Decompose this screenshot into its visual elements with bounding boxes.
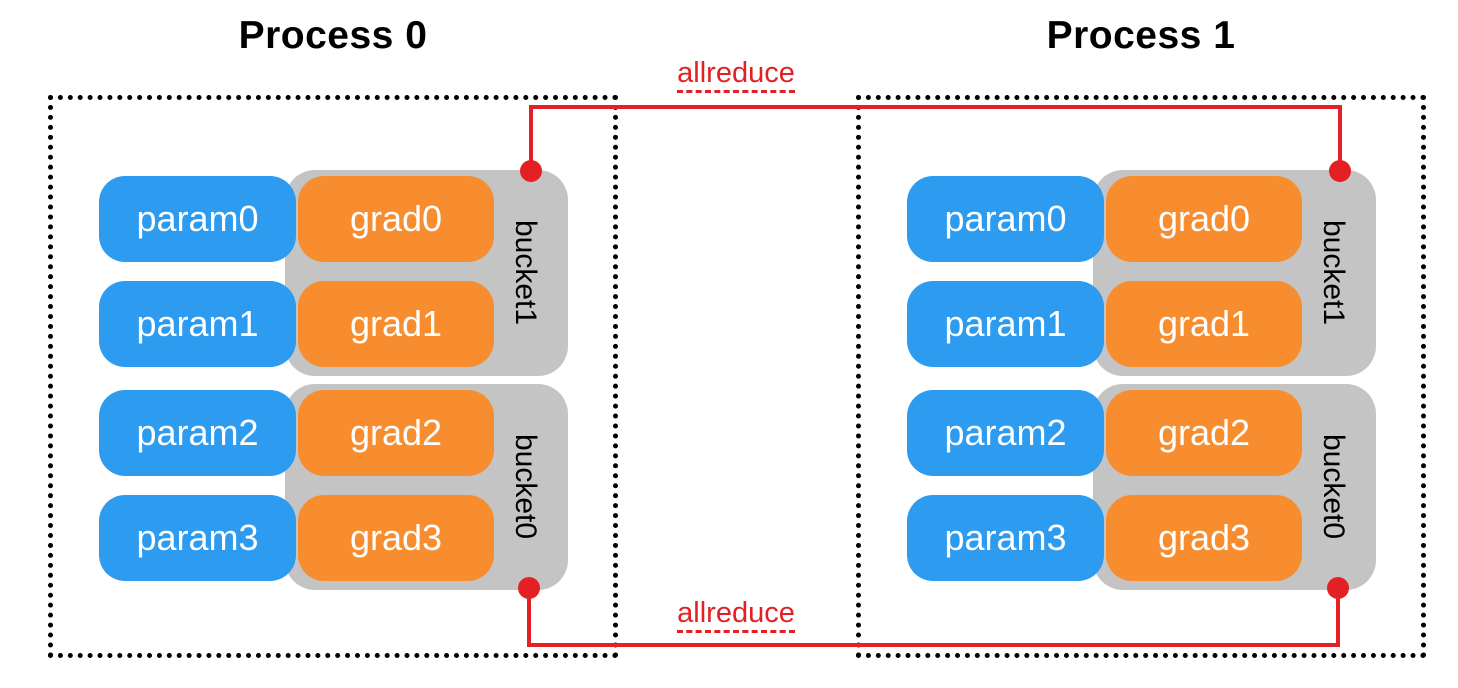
connector-dot-bottom-right <box>1327 577 1349 599</box>
allreduce-bottom-right-riser <box>1336 588 1340 647</box>
process-0-param2-box: param2 <box>99 390 296 476</box>
process-1-param1-box: param1 <box>907 281 1104 367</box>
process-0-param1-box: param1 <box>99 281 296 367</box>
process-0-param3-box: param3 <box>99 495 296 581</box>
allreduce-bottom-label: allreduce <box>586 597 886 633</box>
process-1-grad3-box: grad3 <box>1106 495 1302 581</box>
connector-dot-bottom-left <box>518 577 540 599</box>
allreduce-top-left-riser <box>529 105 533 171</box>
process-0-grad3-box: grad3 <box>298 495 494 581</box>
process-0-boundary <box>48 95 618 658</box>
process-1-title: Process 1 <box>1046 14 1236 57</box>
process-0-bucket1-label: bucket1 <box>509 220 542 326</box>
allreduce-top-rail <box>529 105 1342 109</box>
process-0-grad0-box: grad0 <box>298 176 494 262</box>
process-1-grad0-box: grad0 <box>1106 176 1302 262</box>
allreduce-bottom-rail <box>527 643 1340 647</box>
process-0-bucket0-label: bucket0 <box>509 434 542 540</box>
process-1-boundary <box>856 95 1426 658</box>
process-0-title: Process 0 <box>238 14 428 57</box>
allreduce-top-label: allreduce <box>586 57 886 93</box>
process-0-param0-box: param0 <box>99 176 296 262</box>
allreduce-bottom-left-riser <box>527 588 531 647</box>
connector-dot-top-right <box>1329 160 1351 182</box>
process-0-grad2-box: grad2 <box>298 390 494 476</box>
process-0-grad1-box: grad1 <box>298 281 494 367</box>
connector-dot-top-left <box>520 160 542 182</box>
process-1-param0-box: param0 <box>907 176 1104 262</box>
allreduce-top-right-riser <box>1338 105 1342 171</box>
process-1-grad2-box: grad2 <box>1106 390 1302 476</box>
process-1-param2-box: param2 <box>907 390 1104 476</box>
process-1-bucket1-label: bucket1 <box>1317 220 1350 326</box>
process-1-grad1-box: grad1 <box>1106 281 1302 367</box>
process-1-bucket0-label: bucket0 <box>1317 434 1350 540</box>
process-1-param3-box: param3 <box>907 495 1104 581</box>
